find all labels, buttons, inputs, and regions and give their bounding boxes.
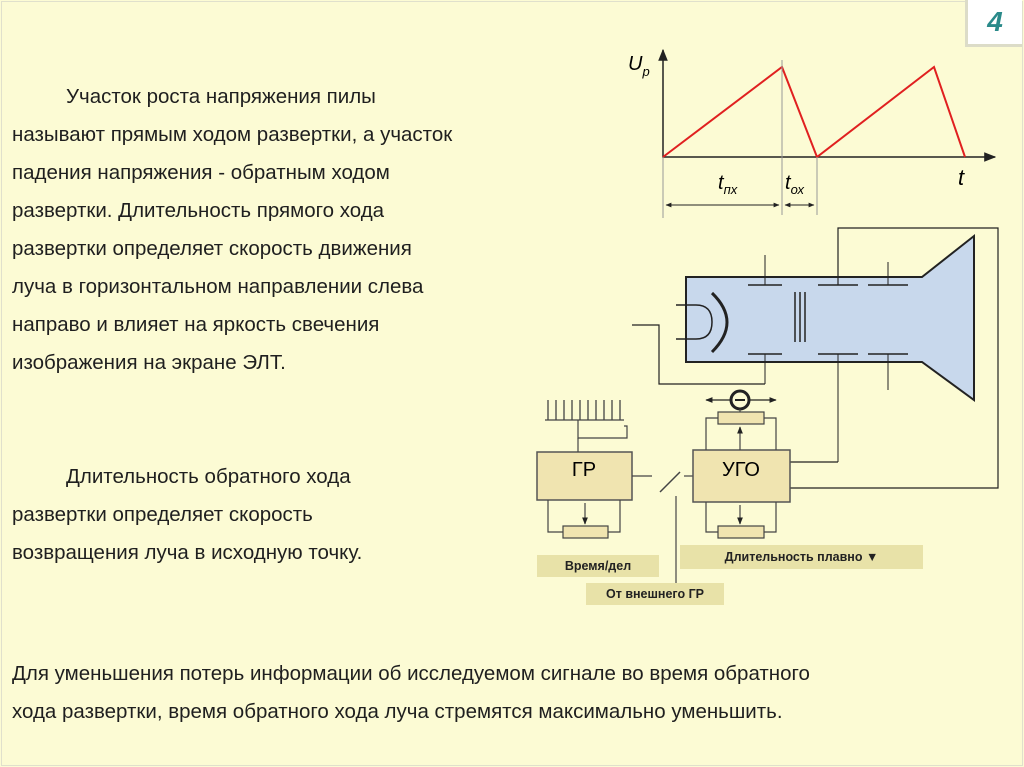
wire: [632, 324, 765, 385]
t-forward-label: tпх: [718, 172, 738, 197]
x-axis-label: t: [958, 165, 965, 190]
gr-block[interactable]: [536, 451, 633, 501]
external-switch[interactable]: [632, 471, 693, 596]
text-line: луча в горизонтальном направлении слева: [12, 275, 424, 298]
wire: [764, 502, 777, 533]
duration-smooth-label: Длительность плавно ▼: [680, 545, 923, 569]
wire: [764, 417, 777, 450]
paragraph-forward-sweep: Участок роста напряжения пилы называют п…: [12, 78, 452, 382]
time-scale-comb: [545, 400, 624, 421]
cathode-icon: [686, 304, 713, 340]
crt-tube: [632, 227, 999, 489]
text-line: изображения на экране ЭЛТ.: [12, 351, 286, 374]
text-line: падения напряжения - обратным ходом: [12, 161, 390, 184]
text-line: Для уменьшения потерь информации об иссл…: [12, 662, 810, 685]
text-line: хода развертки, время обратного хода луч…: [12, 700, 783, 723]
text-line: развертки. Длительность прямого хода: [12, 199, 385, 222]
text-line: Длительность обратного хода: [66, 465, 351, 488]
wire: [608, 500, 621, 533]
sawtooth-curve: [662, 65, 966, 159]
text-line: развертки определяет скорость движения: [12, 237, 412, 260]
text-line: развертки определяет скорость: [12, 503, 313, 526]
modulator-icon: [710, 291, 729, 354]
slide-number: 4: [965, 0, 1022, 47]
wire: [547, 500, 563, 533]
ugo-bottom-resistor[interactable]: [717, 525, 765, 539]
time-per-div-label: Время/дел: [537, 555, 659, 577]
ugo-block-group: УГО: [692, 389, 791, 539]
crt-body: [685, 233, 975, 402]
text-line: направо и влияет на яркость свечения: [12, 313, 380, 336]
paragraph-conclusion: Для уменьшения потерь информации об иссл…: [12, 655, 810, 731]
gr-block-group: ГР: [536, 400, 633, 539]
ugo-block[interactable]: [692, 449, 791, 503]
gr-label: ГР: [572, 459, 596, 481]
from-external-gr-label: От внешнего ГР: [586, 583, 724, 605]
t-reverse-label: tох: [785, 172, 805, 197]
text-line: возвращения луча в исходную точку.: [12, 541, 363, 564]
paragraph-reverse-sweep: Длительность обратного хода развертки оп…: [12, 458, 362, 572]
sawtooth-graph: Uр t tпх tох: [628, 48, 997, 218]
wire: [577, 420, 628, 439]
text-line: Участок роста напряжения пилы: [66, 85, 376, 108]
text-line: называют прямым ходом развертки, а участ…: [12, 123, 453, 146]
y-axis-label: Uр: [628, 53, 650, 79]
ugo-top-resistor[interactable]: [717, 411, 765, 425]
ugo-label: УГО: [722, 459, 760, 481]
wire: [705, 502, 718, 533]
gr-resistor[interactable]: [562, 525, 609, 539]
wire: [705, 417, 718, 450]
wire: [790, 227, 999, 489]
